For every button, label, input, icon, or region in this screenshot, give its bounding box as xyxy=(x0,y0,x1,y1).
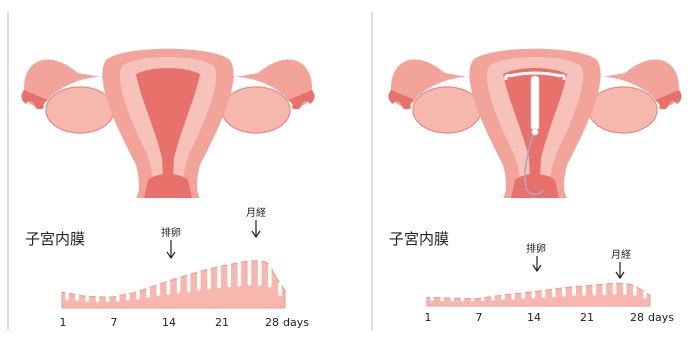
right-gland xyxy=(471,298,475,302)
left-gland xyxy=(126,293,130,301)
uterus-illustration-left xyxy=(21,49,314,198)
right-unit-days: days xyxy=(648,311,674,324)
left-gland xyxy=(227,263,231,287)
left-endometrium-title: 子宮内膜 xyxy=(25,230,85,248)
left-ovulation-label: 排卵 xyxy=(161,226,181,239)
right-gland xyxy=(451,297,455,301)
left-gland xyxy=(187,274,191,292)
left-gland xyxy=(106,296,110,302)
right-ovulation-label: 排卵 xyxy=(526,242,546,255)
left-tick-7: 7 xyxy=(111,316,118,329)
left-gland xyxy=(217,266,221,289)
ovary-left xyxy=(46,87,114,133)
right-period-arrow xyxy=(616,262,624,278)
left-gland xyxy=(197,271,201,291)
right-gland xyxy=(613,282,617,295)
right-gland xyxy=(633,284,637,295)
ovary-left xyxy=(413,87,481,133)
left-period-label: 月経 xyxy=(246,206,266,219)
right-endometrium-title: 子宮内膜 xyxy=(389,230,449,248)
right-tick-14: 14 xyxy=(527,311,541,324)
right-gland xyxy=(593,284,597,296)
right-gland xyxy=(481,297,485,302)
right-gland xyxy=(562,287,566,297)
right-gland xyxy=(552,288,556,297)
right-gland xyxy=(643,291,647,299)
ovary-right xyxy=(589,87,657,133)
left-unit-days: days xyxy=(283,316,309,329)
right-tick-1: 1 xyxy=(425,311,432,324)
left-gland xyxy=(116,295,120,302)
right-gland xyxy=(572,286,576,297)
left-gland xyxy=(136,291,140,300)
left-gland xyxy=(157,284,161,297)
right-band-shape xyxy=(427,283,650,306)
left-gland xyxy=(146,287,150,298)
right-gland xyxy=(461,297,465,301)
left-gland xyxy=(75,294,79,301)
left-gland xyxy=(167,280,171,295)
right-gland xyxy=(532,291,536,299)
left-period-arrow xyxy=(252,220,260,237)
left-gland xyxy=(238,262,242,287)
right-tick-7: 7 xyxy=(476,311,483,324)
left-gland xyxy=(96,296,100,302)
left-gland xyxy=(278,282,282,296)
right-gland xyxy=(582,285,586,296)
left-gland xyxy=(258,260,262,286)
left-tick-21: 21 xyxy=(215,316,229,329)
left-gland xyxy=(86,296,90,302)
ovary-right xyxy=(222,87,290,133)
uterus-illustration-right xyxy=(388,49,681,198)
left-gland xyxy=(177,277,181,294)
iud-stem xyxy=(531,76,539,130)
right-ovulation-arrow xyxy=(533,256,541,271)
right-gland xyxy=(440,297,444,302)
right-tick-28: 28 xyxy=(630,311,644,324)
right-gland xyxy=(491,295,495,300)
right-gland xyxy=(501,294,505,300)
right-gland xyxy=(623,283,627,295)
left-band-shape xyxy=(62,261,285,308)
right-gland xyxy=(522,292,526,299)
right-gland xyxy=(511,293,515,300)
right-period-label: 月経 xyxy=(611,248,631,261)
left-gland xyxy=(65,292,69,300)
left-gland xyxy=(248,260,252,286)
right-gland xyxy=(430,297,434,302)
left-gland xyxy=(268,264,272,288)
left-ovulation-arrow xyxy=(167,240,175,258)
left-tick-28: 28 xyxy=(265,316,279,329)
left-gland xyxy=(207,268,211,289)
left-tick-14: 14 xyxy=(162,316,176,329)
right-gland xyxy=(603,283,607,295)
right-tick-21: 21 xyxy=(580,311,594,324)
left-tick-1: 1 xyxy=(60,316,67,329)
left-endometrium-band xyxy=(62,260,285,308)
iud-bulb xyxy=(532,129,538,135)
right-endometrium-band xyxy=(427,282,650,306)
right-gland xyxy=(542,289,546,298)
